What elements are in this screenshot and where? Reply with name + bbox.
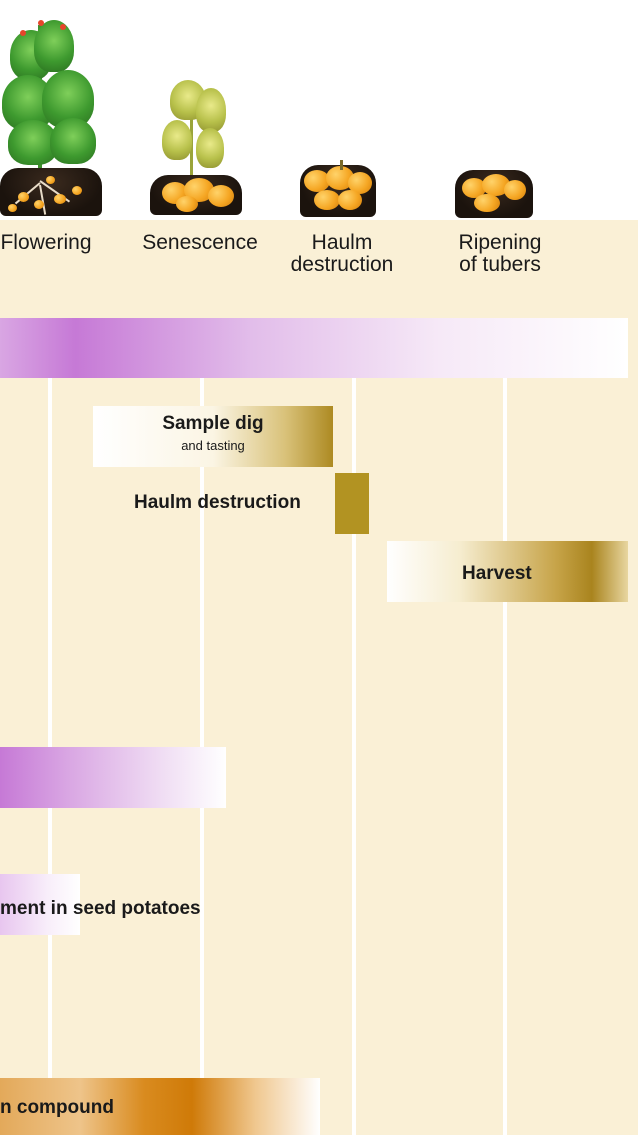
- compound-title: n compound: [0, 1097, 114, 1118]
- haulm-destruction-title: Haulm destruction: [134, 492, 301, 513]
- grid-line: [503, 350, 507, 1135]
- stage-label-ripening: Ripening of tubers: [458, 231, 542, 276]
- sample-dig-subtitle: and tasting: [181, 438, 245, 453]
- harvest-title: Harvest: [462, 563, 532, 584]
- seed-period-band: [0, 747, 226, 808]
- seed-treatment-band: [0, 874, 80, 935]
- compound-band: [0, 1078, 320, 1135]
- haulm-destruction-band: [335, 473, 369, 534]
- grid-line: [200, 350, 204, 1135]
- seed-treatment-title: ment in seed potatoes: [0, 898, 201, 919]
- sample-dig-band: [93, 406, 333, 467]
- sample-dig-title: Sample dig: [162, 413, 264, 434]
- growth-period-band: [0, 318, 628, 378]
- stage-label-flowering: Flowering: [0, 231, 92, 254]
- harvest-band: [387, 541, 628, 602]
- stage-label-senescence: Senescence: [142, 231, 258, 254]
- grid-line: [352, 350, 356, 1135]
- grid-line: [48, 350, 52, 1135]
- stage-label-haulm-destruction: Haulm destruction: [290, 231, 394, 276]
